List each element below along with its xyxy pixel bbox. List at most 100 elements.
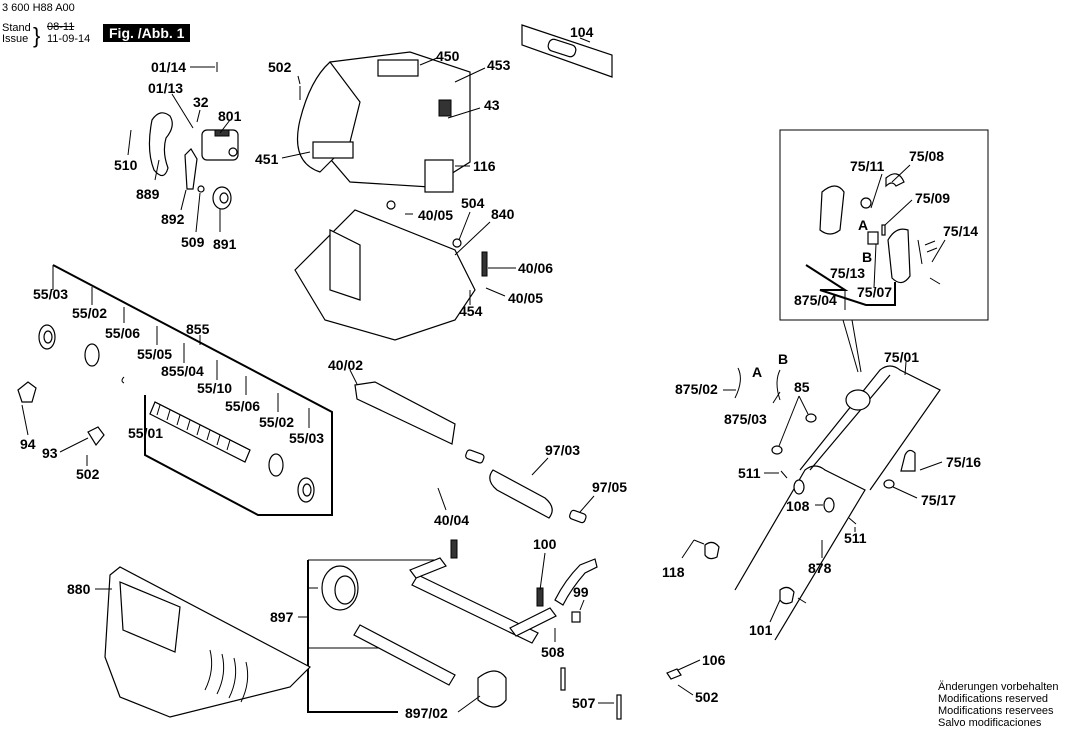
inset-leader-2	[851, 319, 862, 373]
label-75-14: 75/14	[943, 223, 978, 239]
label-510: 510	[114, 157, 138, 173]
bolt-left	[465, 449, 485, 464]
leader-75-07	[873, 243, 877, 289]
leader-40-02	[349, 369, 358, 385]
spring-40-04	[450, 539, 458, 559]
label-55-10: 55/10	[197, 380, 232, 396]
spring-100	[536, 587, 544, 607]
leader-85-b	[778, 395, 800, 447]
leader-75-08	[891, 164, 911, 183]
cable-clip-75-08	[885, 173, 905, 188]
lower-handle-878	[734, 465, 866, 641]
washer-55-02-right	[268, 453, 284, 477]
label-75-13: 75/13	[830, 265, 865, 281]
washer-55-02-left	[84, 343, 100, 367]
belt-cover-889	[148, 112, 173, 177]
height-bracket-left	[409, 557, 447, 579]
label-55-05: 55/05	[137, 346, 172, 362]
label-40-04: 40/04	[434, 512, 469, 528]
frame-855	[52, 264, 333, 516]
roller-97-03	[489, 469, 553, 519]
wheel-897-02	[477, 670, 507, 708]
label-55-06-a: 55/06	[105, 325, 140, 341]
label-a-inset: A	[858, 217, 868, 233]
grassbox-window	[119, 581, 181, 653]
upper-handle-75-01	[799, 365, 941, 491]
label-b-inset: B	[862, 249, 872, 265]
bearing-inner-left	[43, 330, 53, 344]
label-55-03-b: 55/03	[289, 430, 324, 446]
figure-badge: Fig. /Abb. 1	[103, 24, 191, 42]
bolt-97-05	[569, 509, 587, 524]
label-801: 801	[218, 108, 242, 124]
label-40-05-b: 40/05	[508, 290, 543, 306]
brace-symbol: }	[33, 23, 41, 48]
label-b: B	[778, 351, 788, 367]
cable-875-02	[734, 367, 741, 399]
label-508: 508	[541, 644, 565, 660]
label-32: 32	[193, 94, 209, 110]
housing-base	[294, 209, 476, 341]
filter-116	[424, 159, 454, 193]
label-897: 897	[270, 609, 294, 625]
plate-99	[571, 611, 581, 623]
leader-100	[539, 552, 546, 591]
screw-511-b	[848, 517, 857, 525]
note-line-es: Salvo modificaciones	[938, 717, 1042, 729]
label-40-05-a: 40/05	[418, 207, 453, 223]
height-bracket-right	[509, 607, 557, 637]
label-94: 94	[20, 436, 36, 452]
label-502-left: 502	[76, 466, 100, 482]
label-55-06-b: 55/06	[225, 398, 260, 414]
upper-handle-inner	[809, 374, 891, 471]
leader-504	[458, 211, 471, 241]
housing-wall	[329, 229, 361, 301]
inset-leader-1	[842, 319, 859, 373]
label-855: 855	[186, 321, 210, 337]
nut-75-17	[883, 479, 895, 489]
label-451: 451	[255, 151, 279, 167]
issue-label: Issue	[2, 33, 29, 45]
label-104: 104	[570, 24, 594, 40]
switch-part-75-11	[860, 197, 872, 209]
switch-housing-right	[887, 228, 911, 284]
leader-509	[195, 192, 201, 233]
label-855-04: 855/04	[161, 363, 204, 379]
label-875-03: 875/03	[724, 411, 767, 427]
leader-75-11	[870, 173, 883, 209]
leader-93	[59, 437, 89, 453]
label-451	[312, 141, 354, 159]
cable-hook-75-16	[900, 449, 916, 472]
label-100: 100	[533, 536, 557, 552]
label-450: 450	[436, 48, 460, 64]
leader-101	[769, 599, 781, 623]
adjust-lever	[554, 558, 598, 606]
label-40-02: 40/02	[328, 357, 363, 373]
leader-01-13	[171, 93, 194, 129]
wheel-hub	[334, 575, 356, 605]
label-840: 840	[491, 206, 515, 222]
label-93: 93	[42, 445, 58, 461]
label-880: 880	[67, 581, 91, 597]
label-892: 892	[161, 211, 185, 227]
label-502-bottom: 502	[695, 689, 719, 705]
note-line-en: Modifications reserved	[938, 693, 1049, 705]
grassbox-ribs	[204, 649, 249, 703]
label-a: A	[752, 364, 762, 380]
leader-453	[454, 67, 486, 83]
issue-date: 11-09-14	[47, 33, 91, 45]
grassbox-group	[95, 566, 312, 718]
label-97-03: 97/03	[545, 442, 580, 458]
label-55-02-b: 55/02	[259, 414, 294, 430]
label-875-04: 875/04	[794, 292, 837, 308]
label-01-13: 01/13	[148, 80, 183, 96]
knob-108-a	[793, 479, 805, 495]
label-43: 43	[484, 97, 500, 113]
leader-502-top	[297, 75, 301, 85]
note-line-de: Änderungen vorbehalten	[938, 681, 1059, 693]
rear-roller-group	[349, 369, 595, 524]
motor-shaft	[228, 147, 238, 157]
vent-grille	[438, 99, 452, 117]
note-line-fr: Modifications reservees	[938, 705, 1054, 717]
